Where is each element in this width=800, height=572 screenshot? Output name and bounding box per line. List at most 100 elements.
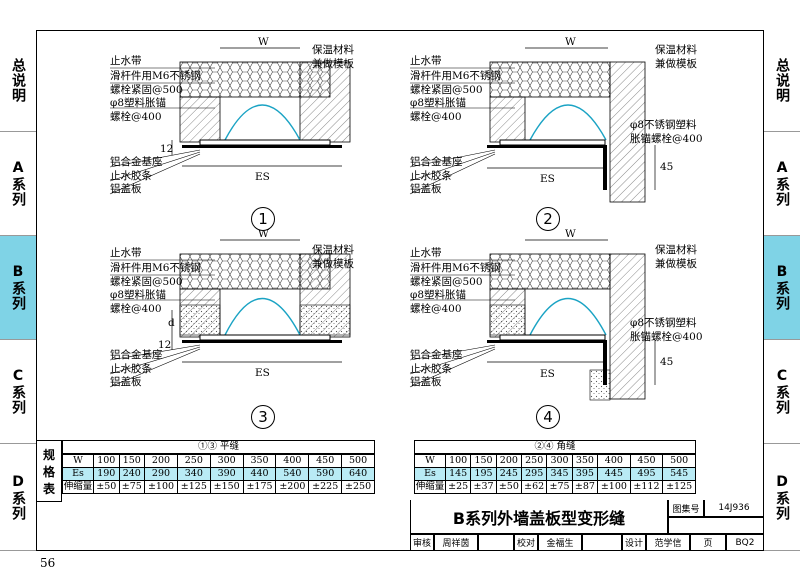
label-waterstop-3: 止水带 bbox=[110, 247, 142, 259]
detail-number-2: 2 bbox=[536, 207, 560, 231]
table-cell: 245 bbox=[495, 467, 523, 481]
table-cell: 500 bbox=[341, 454, 375, 468]
checker-name: 金福生 bbox=[538, 534, 582, 551]
dim-es-2: ES bbox=[540, 173, 555, 185]
table-row: 伸缩量±50±75±100±125±150±175±200±225±250 bbox=[62, 480, 375, 494]
side-tab-b[interactable]: B系列 bbox=[0, 236, 36, 340]
side-tab-a-right[interactable]: A系列 bbox=[764, 132, 800, 236]
row-label: Es bbox=[414, 467, 446, 481]
label-slide-2b: 螺栓紧固@500 bbox=[410, 83, 483, 96]
table-cell: 400 bbox=[275, 454, 310, 468]
label-cover-3: 铝盖板 bbox=[110, 375, 142, 388]
table-cell: 290 bbox=[144, 467, 178, 481]
table-cell: 495 bbox=[629, 467, 664, 481]
label-ss-2b: 胀锚螺栓@400 bbox=[630, 132, 703, 145]
label-base-2: 铝合金基座 bbox=[410, 155, 463, 168]
table-cell: ±87 bbox=[571, 480, 599, 494]
left-table-header: ①③ 平缝 bbox=[62, 440, 375, 454]
table-cell: 100 bbox=[93, 454, 120, 468]
table-cell: ±62 bbox=[521, 480, 548, 494]
label-slide-3a: 滑杆件用M6不锈钢 bbox=[110, 261, 201, 274]
table-cell: 150 bbox=[118, 454, 146, 468]
table-cell: ±100 bbox=[144, 480, 178, 494]
table-cell: 300 bbox=[546, 454, 573, 468]
label-insul-4b: 兼做模板 bbox=[655, 257, 697, 270]
table-cell: 200 bbox=[495, 454, 523, 468]
detail-2 bbox=[487, 47, 656, 203]
title-block: B系列外墙盖板型变形缝 图集号 14J936 审核 周祥茵 校对 金福生 设计 … bbox=[410, 500, 764, 551]
page-code: BQ2 bbox=[726, 534, 764, 551]
table-cell: ±100 bbox=[597, 480, 631, 494]
label-plastic-4a: φ8塑料胀锚 bbox=[410, 288, 466, 301]
side-tab-d[interactable]: D系列 bbox=[0, 444, 36, 551]
table-cell: 445 bbox=[597, 467, 631, 481]
atlas-blank bbox=[668, 517, 764, 534]
dim-w-3: W bbox=[258, 228, 269, 240]
label-slide-4a: 滑杆件用M6不锈钢 bbox=[410, 261, 501, 274]
label-rubber-4: 止水胶条 bbox=[410, 362, 452, 375]
side-tab-c-right[interactable]: C系列 bbox=[764, 340, 800, 444]
row-label: 伸缩量 bbox=[414, 480, 446, 494]
table-cell: 195 bbox=[470, 467, 497, 481]
label-base-3: 铝合金基座 bbox=[110, 348, 163, 361]
side-tab-general-right[interactable]: 总说明 bbox=[764, 30, 800, 132]
table-cell: ±50 bbox=[93, 480, 120, 494]
detail-3 bbox=[171, 239, 351, 363]
table-cell: ±75 bbox=[546, 480, 573, 494]
side-tab-general[interactable]: 总说明 bbox=[0, 30, 36, 132]
table-cell: 440 bbox=[242, 467, 277, 481]
spec-table-side-label: 规格表 bbox=[36, 440, 62, 502]
label-waterstop-1: 止水带 bbox=[110, 55, 142, 67]
dim-w-2: W bbox=[565, 36, 576, 48]
table-cell: ±200 bbox=[275, 480, 310, 494]
side-tab-d-right[interactable]: D系列 bbox=[764, 444, 800, 551]
label-insul-4a: 保温材料 bbox=[655, 243, 697, 256]
label-waterstop-2: 止水带 bbox=[410, 55, 442, 67]
label-plastic-1b: 螺栓@400 bbox=[110, 110, 162, 123]
side-tab-c[interactable]: C系列 bbox=[0, 340, 36, 444]
table-cell: 345 bbox=[546, 467, 573, 481]
label-rubber-2: 止水胶条 bbox=[410, 169, 452, 182]
table-cell: 500 bbox=[662, 454, 696, 468]
dim-es-3: ES bbox=[255, 367, 270, 379]
label-ss-4a: φ8不锈钢塑料 bbox=[630, 316, 697, 329]
side-tab-a[interactable]: A系列 bbox=[0, 132, 36, 236]
dim-45-2: 45 bbox=[660, 161, 673, 173]
table-cell: ±112 bbox=[629, 480, 664, 494]
label-ss-2a: φ8不锈钢塑料 bbox=[630, 118, 697, 131]
label-plastic-2b: 螺栓@400 bbox=[410, 110, 462, 123]
table-cell: ±37 bbox=[470, 480, 497, 494]
drawing-title: B系列外墙盖板型变形缝 bbox=[410, 500, 668, 534]
table-cell: 340 bbox=[176, 467, 211, 481]
label-slide-3b: 螺栓紧固@500 bbox=[110, 275, 183, 288]
label-slide-4b: 螺栓紧固@500 bbox=[410, 275, 483, 288]
side-tab-b-right[interactable]: B系列 bbox=[764, 236, 800, 340]
table-cell: 400 bbox=[597, 454, 631, 468]
label-insul-3b: 兼做模板 bbox=[312, 257, 354, 270]
label-insul-3a: 保温材料 bbox=[312, 243, 354, 256]
dim-w-1: W bbox=[258, 36, 269, 48]
dim-d-3: d bbox=[168, 317, 175, 329]
drawing-frame bbox=[36, 30, 764, 551]
label-base-1: 铝合金基座 bbox=[110, 155, 163, 168]
table-cell: ±50 bbox=[495, 480, 523, 494]
label-plastic-4b: 螺栓@400 bbox=[410, 302, 462, 315]
label-base-4: 铝合金基座 bbox=[410, 348, 463, 361]
table-cell: 240 bbox=[118, 467, 146, 481]
label-slide-2a: 滑杆件用M6不锈钢 bbox=[410, 69, 501, 82]
table-cell: 590 bbox=[308, 467, 343, 481]
label-rubber-1: 止水胶条 bbox=[110, 169, 152, 182]
table-cell: 250 bbox=[521, 454, 548, 468]
table-cell: 350 bbox=[242, 454, 277, 468]
review-label: 审核 bbox=[410, 534, 434, 551]
label-insul-1a: 保温材料 bbox=[312, 43, 354, 56]
table-row: 伸缩量±25±37±50±62±75±87±100±112±125 bbox=[414, 480, 696, 494]
check-label: 校对 bbox=[514, 534, 538, 551]
row-label: W bbox=[414, 454, 446, 468]
table-cell: ±125 bbox=[662, 480, 696, 494]
table-cell: 390 bbox=[209, 467, 244, 481]
table-cell: 540 bbox=[275, 467, 310, 481]
